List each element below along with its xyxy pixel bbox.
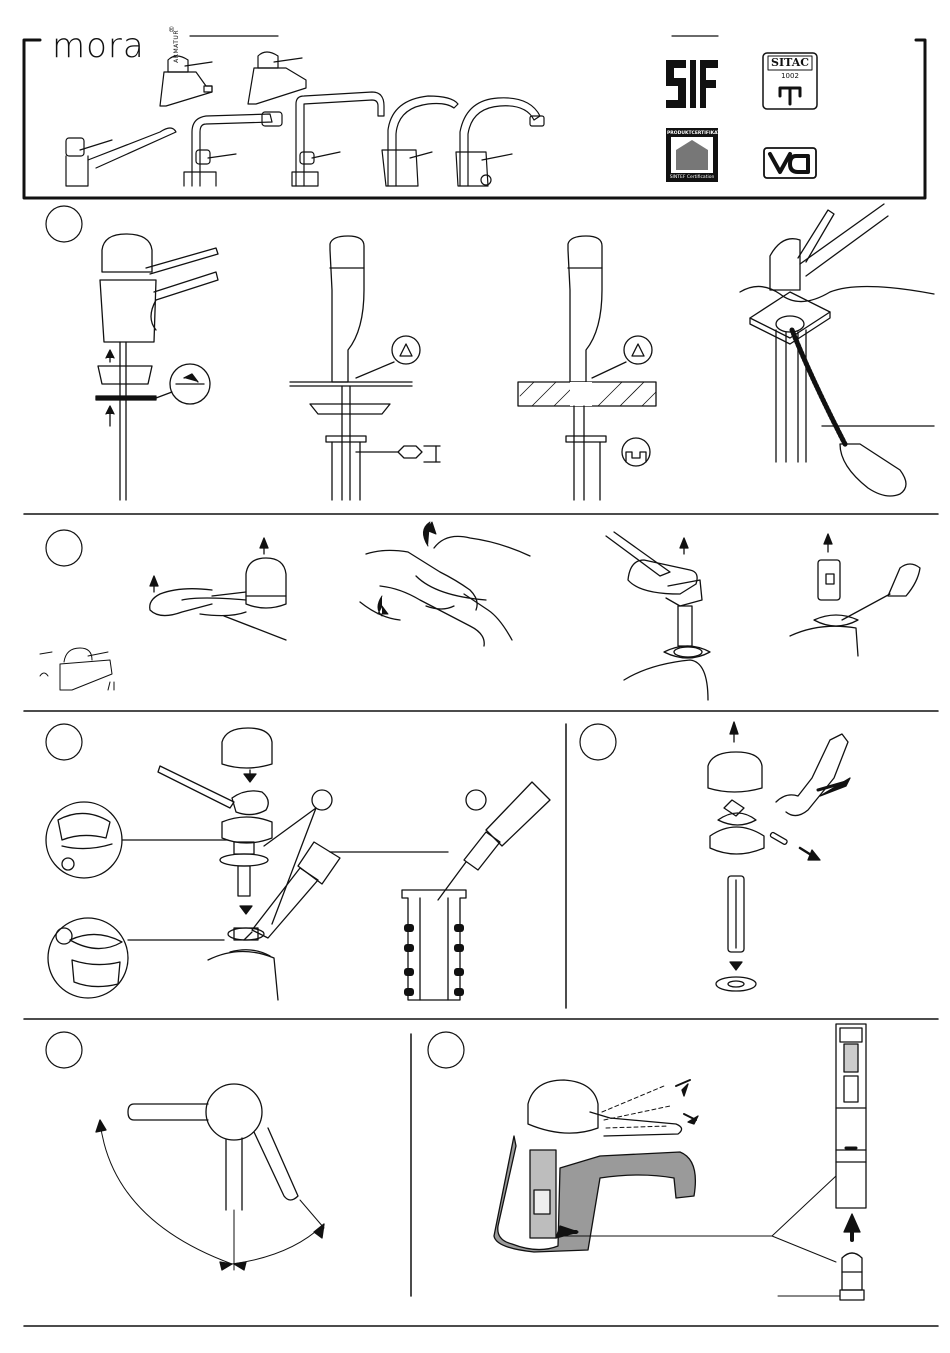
sintef-product-cert-logo (666, 128, 718, 182)
spindle-assembly (836, 1024, 866, 1208)
faucet-mounting-b (290, 236, 440, 500)
faucet-drip-icon (40, 648, 114, 690)
remove-cartridge-screwdriver (790, 534, 920, 656)
product-cert-title: PRODUKTCERTIFIKAT (667, 131, 717, 136)
remove-cap-screwdriver (150, 538, 286, 640)
brand-subtitle: ARMATUR (173, 30, 180, 63)
step-2-dismantling (40, 522, 920, 700)
cartridge-cross-section (402, 890, 466, 1000)
lift-cartridge (606, 532, 710, 700)
remove-lever-hands (360, 522, 530, 646)
faucet-models (66, 52, 544, 186)
va-logo (764, 148, 816, 178)
model-tall-spout (184, 112, 282, 186)
step-2-circle (46, 530, 82, 566)
stf-logo (666, 60, 718, 108)
model-swan-neck (382, 96, 458, 186)
section-dividers (24, 514, 938, 1326)
model-long-spout (66, 128, 176, 186)
step-4-replacement (708, 722, 850, 991)
step-6-temperature-limit (494, 1024, 866, 1300)
step-markers (46, 206, 616, 1068)
faucet-underside-hose (740, 204, 934, 496)
detail-magnify-bottom (48, 918, 224, 998)
limiter-insert (840, 1253, 864, 1300)
model-basin-small (160, 56, 212, 106)
o-rings (404, 924, 464, 996)
step-5-lever-angle (96, 1084, 324, 1270)
faucet-mounting-a (96, 234, 218, 500)
detail-magnify-top (46, 802, 228, 878)
pliers (776, 734, 850, 816)
sitac-number: 1002 (766, 72, 814, 80)
step-6-circle (428, 1032, 464, 1068)
faucet-mounting-c (518, 236, 656, 500)
sitac-title: SITAC (766, 56, 814, 69)
product-cert-bottom: SINTEF Certification (667, 175, 717, 180)
pin (770, 832, 820, 860)
grease-tube-b (438, 782, 550, 900)
model-swan-neck-2 (456, 98, 544, 186)
brand-logo: mora (52, 26, 145, 66)
grease-tube-a (244, 790, 448, 940)
step-1-circle (46, 206, 82, 242)
model-high-arc (292, 92, 384, 186)
spray-lines (602, 1086, 670, 1128)
cap-and-lever-exploded (158, 728, 278, 1000)
step-4-circle (580, 724, 616, 760)
model-basin-small-2 (248, 52, 306, 104)
step-3-assembly (46, 728, 550, 1000)
step-1-installation (96, 204, 934, 500)
step-3-circle (46, 724, 82, 760)
step-5-circle (46, 1032, 82, 1068)
